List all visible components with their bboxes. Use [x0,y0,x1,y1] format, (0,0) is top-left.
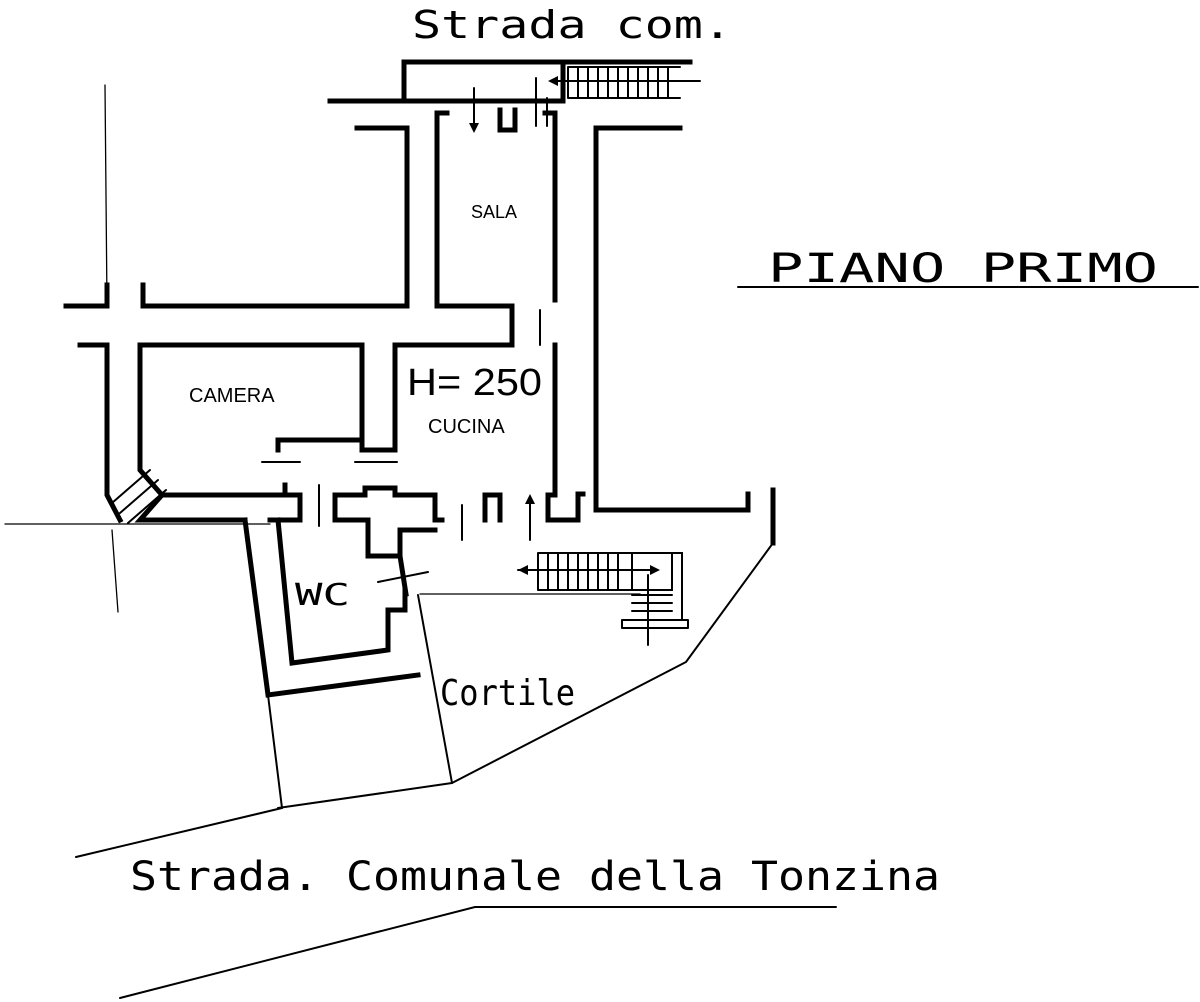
height-label: H= 250 [407,362,542,404]
floor-title: PIANO PRIMO [737,246,1199,292]
courtyard-label: Cortile [440,673,575,714]
top-stairs [548,66,701,99]
floor-title-label: PIANO PRIMO [768,246,1158,292]
courtyard-boundary [267,542,774,809]
room-cucina-label: CUCINA [428,416,505,438]
street-bottom-label: Strada. Comunale della Tonzina [130,854,940,900]
bottom-street-lines [75,807,837,999]
left-boundary-lines [4,84,271,613]
threshold-marks [261,461,398,527]
camera-walls [63,282,558,524]
wc-walls [242,485,776,698]
room-sala-label: SALA [471,202,517,222]
room-wc-label: WC [295,578,350,613]
lower-stairs [419,552,689,646]
street-top-label: Strada com. [412,3,732,47]
room-camera-label: CAMERA [189,385,275,407]
top-entrance [327,59,701,104]
sala-walls [140,77,751,513]
